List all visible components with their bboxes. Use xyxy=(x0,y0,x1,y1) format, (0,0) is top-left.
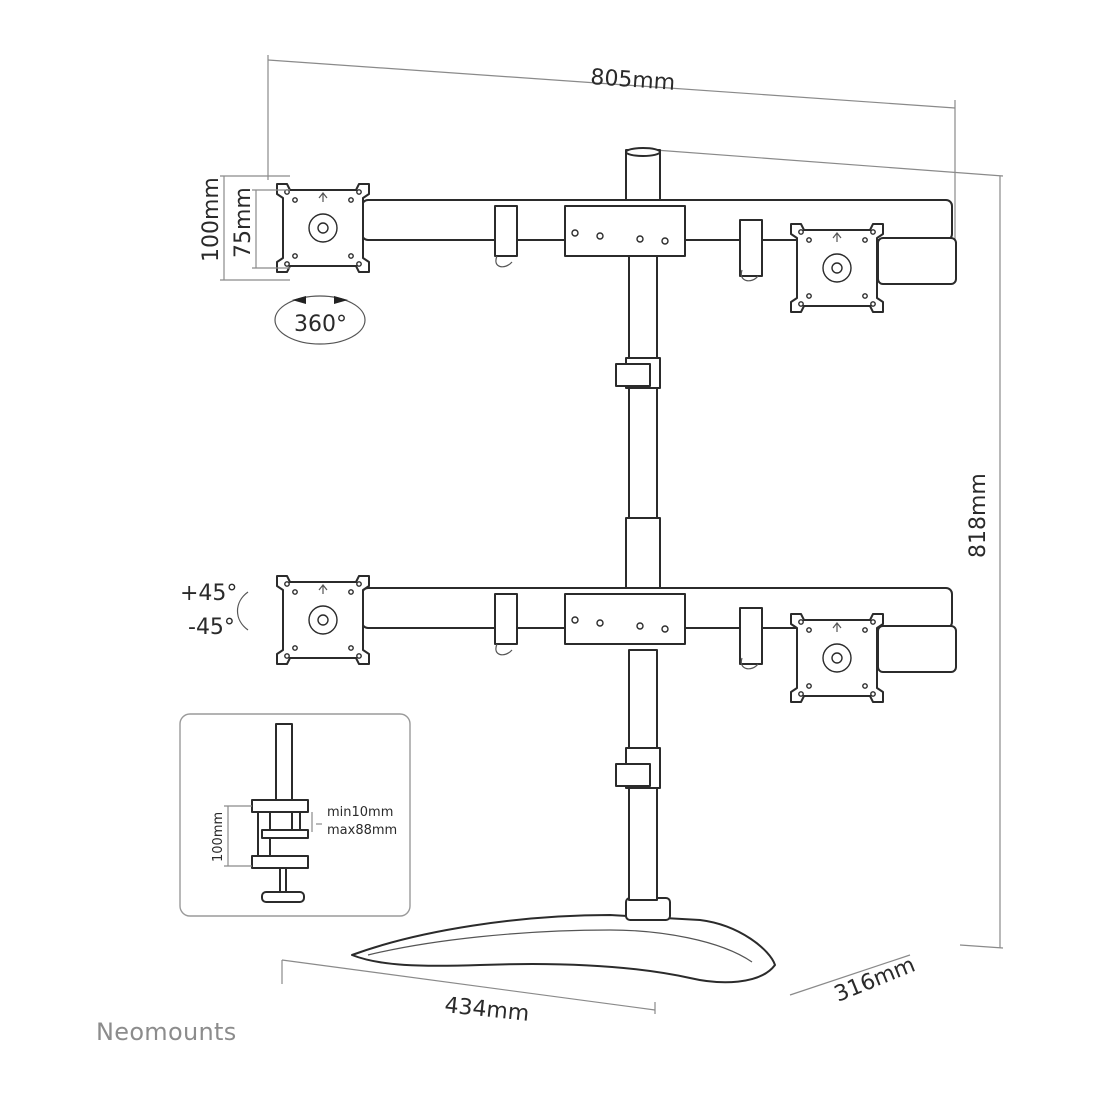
tilt-down-label: -45° xyxy=(188,615,235,640)
height-label: 818mm xyxy=(966,473,991,558)
clamp-min-label: min10mm xyxy=(327,805,393,820)
height-dimension: 818mm xyxy=(654,149,1004,949)
base-width-label: 434mm xyxy=(443,993,530,1027)
vesa-plate-top-left xyxy=(276,183,370,273)
base-depth-label: 316mm xyxy=(831,953,919,1008)
vesa-inner-label: 75mm xyxy=(231,187,256,258)
width-label: 805mm xyxy=(590,65,676,96)
vesa-plate-bottom-left xyxy=(276,575,370,665)
vesa-dimensions: 100mm 75mm xyxy=(199,175,290,281)
vesa-plate-top-right xyxy=(790,223,884,313)
center-pole xyxy=(615,147,661,901)
rotation-indicator: 360° xyxy=(274,295,366,345)
lower-arm xyxy=(361,587,957,673)
clamp-inset: 100mm min10mm max88mm xyxy=(179,713,411,917)
vesa-plate-bottom-right xyxy=(790,613,884,703)
tilt-up-label: +45° xyxy=(180,581,237,606)
tilt-indicator: +45° -45° xyxy=(180,581,249,640)
stand-base xyxy=(351,897,776,984)
clamp-max-label: max88mm xyxy=(327,823,397,838)
clamp-height-label: 100mm xyxy=(211,812,226,862)
rotation-label: 360° xyxy=(294,312,347,337)
brand-logo: Neomounts xyxy=(96,1018,237,1046)
width-dimension: 805mm xyxy=(267,55,956,250)
vesa-outer-label: 100mm xyxy=(199,177,224,262)
